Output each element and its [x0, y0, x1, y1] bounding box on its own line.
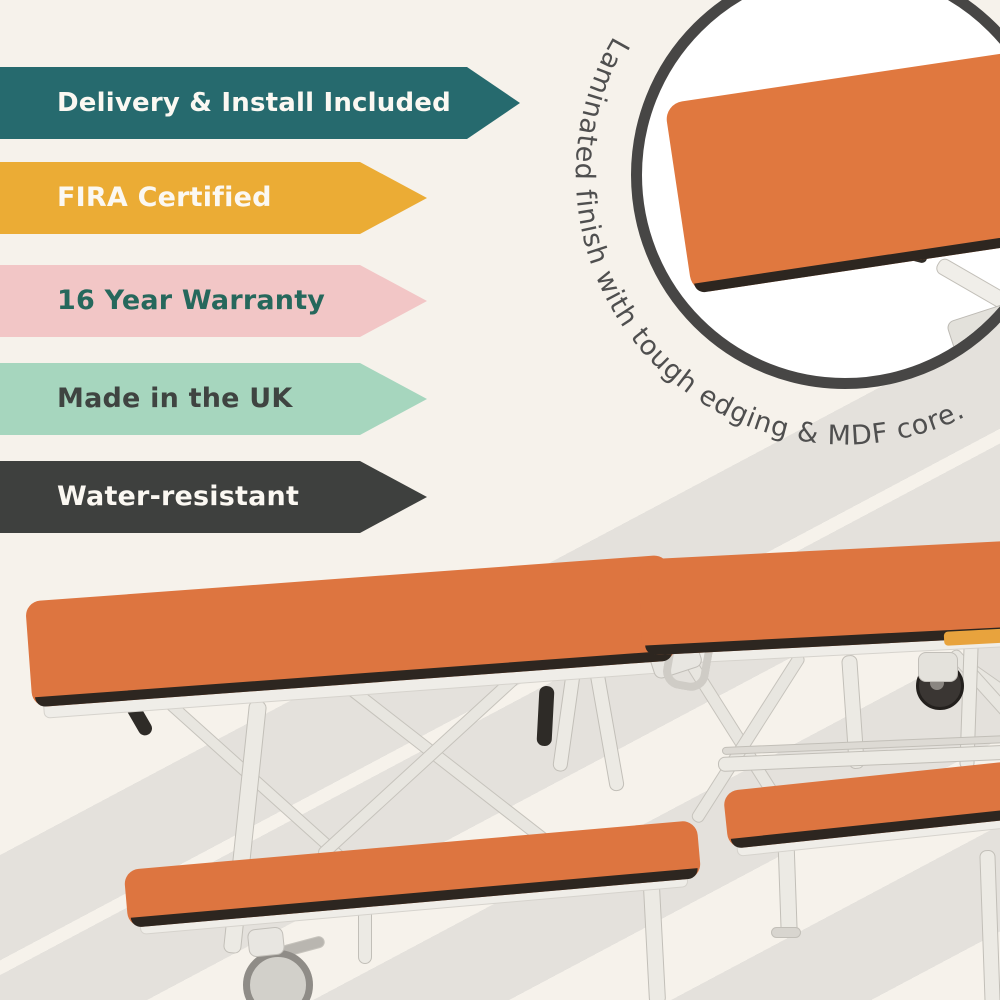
fold-handle-center — [536, 685, 555, 747]
bench-edge — [130, 868, 699, 928]
banner-16-year-warranty: 16 Year Warranty — [0, 265, 427, 337]
banner-delivery-install: Delivery & Install Included — [0, 67, 520, 139]
zoom-callout-circle — [631, 0, 1000, 389]
callout-table-top — [664, 38, 1000, 294]
bench-leg-foot — [771, 927, 801, 938]
caster-wheel — [243, 950, 313, 1000]
bench-seat-left — [123, 820, 702, 928]
banner-made-in-uk: Made in the UK — [0, 363, 427, 435]
folded-seat-accent — [943, 628, 1000, 646]
bench-leg — [979, 849, 1000, 1000]
banner-water-resistant: Water-resistant — [0, 461, 427, 533]
banner-fira-certified: FIRA Certified — [0, 162, 427, 234]
caster-bracket — [246, 926, 286, 958]
caster-bracket — [918, 652, 958, 682]
